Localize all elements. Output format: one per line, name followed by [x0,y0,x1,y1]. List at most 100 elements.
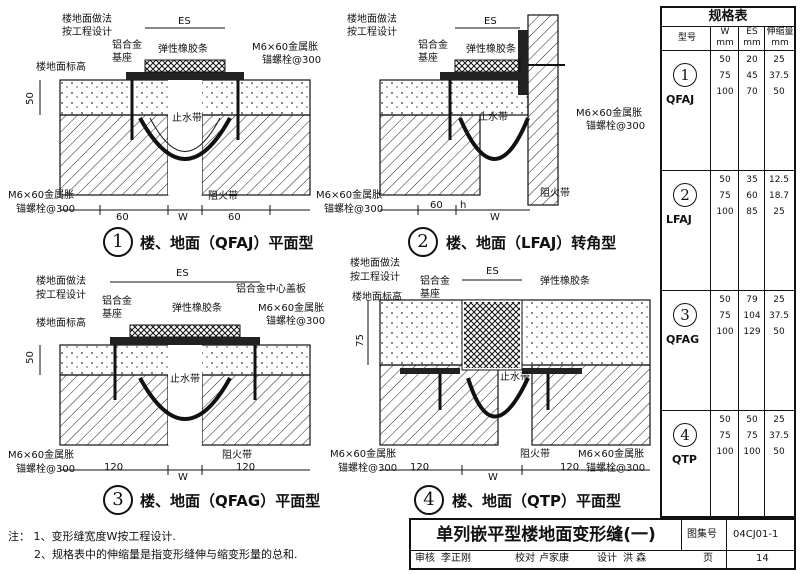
table-cell: 79 [746,295,758,305]
notes-prefix: 注： [8,530,30,543]
spec-group-4: 4 QTP 50 50 25 75 75 37.5 100 100 50 [662,410,794,517]
spec-group-4-number: 4 [673,423,697,447]
d1-w-dim: W [178,212,188,223]
d1-bolt-label: M6×60金属胀 [252,42,319,53]
d3-bolt-label: M6×60金属胀 [258,303,325,314]
d2-bolt-label-2: 锚螺栓@300 [586,121,646,132]
table-cell: 50 [773,327,785,337]
table-cell: 100 [716,207,734,217]
note-2: 2、规格表中的伸缩量是指变形缝伸与缩变形量的总和. [8,546,298,564]
table-cell: 129 [743,327,761,337]
spec-table-title: 规格表 [662,8,794,27]
table-cell: 12.5 [768,175,790,185]
table-cell: 37.5 [768,311,790,321]
d4-bolt-left-label: M6×60金属胀 [330,449,397,460]
d3-caption: 楼、地面（QFAG）平面型 [140,492,321,510]
d3-bolt-left-label: M6×60金属胀 [8,450,75,461]
table-cell: 25 [773,415,785,425]
drawing-title: 单列嵌平型楼地面变形缝(一) [411,520,682,551]
d1-right-dim: 60 [228,212,241,223]
d4-bolt-left-label-2: 锚螺栓@300 [338,463,398,474]
spec-header-es: ES mm [740,27,764,49]
note-1-text: 1、变形缝宽度W按工程设计. [33,530,176,543]
spec-group-2-code: LFAJ [666,213,692,226]
spec-group-1-code: QFAJ [666,93,695,106]
d2-practice-label-2: 按工程设计 [347,27,397,38]
d1-es-dim: ES [178,16,191,27]
d3-rubber-label: 弹性橡胶条 [172,303,222,314]
d2-h-dim: h [460,200,467,211]
table-cell: 100 [743,447,761,457]
title-block: 单列嵌平型楼地面变形缝(一) 图集号 04CJ01-1 审核 李正刚 校对 卢家… [409,518,796,570]
d3-bolt-label-2: 锚螺栓@300 [266,316,326,327]
spec-header-w: W mm [712,27,738,49]
atlas-number: 04CJ01-1 [733,529,779,540]
atlas-label: 图集号 [687,529,717,540]
design-label: 设计 [597,553,617,564]
notes: 注： 1、变形缝宽度W按工程设计. 2、规格表中的伸缩量是指变形缝伸与缩变形量的… [8,528,298,564]
detail-3-drawing [39,281,311,475]
table-cell: 35 [746,175,758,185]
d2-rubber-label: 弹性橡胶条 [466,44,516,55]
table-cell: 75 [719,311,731,321]
d4-w-dim: W [488,472,498,483]
d4-al-base-label-2: 基座 [420,289,440,300]
table-cell: 85 [746,207,758,217]
d4-al-base-label: 铝合金 [420,276,450,287]
d3-right-dim: 120 [236,462,256,473]
table-cell: 25 [773,295,785,305]
review-label: 审核 [415,553,435,564]
table-cell: 75 [719,71,731,81]
table-cell: 50 [773,87,785,97]
spec-group-3-code: QFAG [666,333,700,346]
d1-left-dim: 60 [116,212,129,223]
d4-es-dim: ES [486,266,499,277]
spec-group-3: 3 QFAG 50 79 25 75 104 37.5 100 129 50 [662,290,794,411]
d1-al-base-label: 铝合金 [112,40,142,51]
d4-depth-dim: 75 [354,334,366,347]
d4-practice-label: 楼地面做法 [350,258,400,269]
table-cell: 50 [719,55,731,65]
table-cell: 45 [746,71,758,81]
d2-caption: 楼、地面（LFAJ）转角型 [446,234,617,252]
d4-bolt-right-label-2: 锚螺栓@300 [586,463,646,474]
d1-rubber-label: 弹性橡胶条 [158,44,208,55]
table-cell: 50 [773,447,785,457]
d1-bolt-left-label-2: 锚螺栓@300 [16,204,76,215]
d1-al-base-label-2: 基座 [112,53,132,64]
d3-left-dim: 120 [104,462,124,473]
detail-drawings [39,14,651,475]
detail-2-drawing [379,14,565,215]
d4-right-dim: 120 [560,462,580,473]
d2-es-dim: ES [484,16,497,27]
d2-fireproof-label: 阻火带 [540,188,570,199]
d4-floor-level-label: 楼地面标高 [352,292,402,303]
d4-rubber-label: 弹性橡胶条 [540,276,590,287]
d4-bolt-right-label: M6×60金属胀 [578,449,645,460]
d1-caption: 楼、地面（QFAJ）平面型 [140,234,314,252]
spec-group-1: 1 QFAJ 50 20 25 75 45 37.5 100 70 50 [662,50,794,171]
d3-practice-label-2: 按工程设计 [36,290,86,301]
spec-header-stretch-label: 伸缩量 [766,27,794,37]
check-label: 校对 [515,553,535,564]
spec-header-es-label: ES [746,27,758,37]
spec-header-type: 型号 [677,33,696,43]
table-cell: 25 [773,55,785,65]
table-cell: 75 [746,431,758,441]
table-cell: 75 [719,191,731,201]
d3-fireproof-label: 阻火带 [222,450,252,461]
spec-header-es-unit: mm [743,38,761,48]
d1-waterstop-label: 止水带 [172,113,202,124]
d3-al-base-label: 铝合金 [102,296,132,307]
table-cell: 104 [743,311,761,321]
table-cell: 20 [746,55,758,65]
spec-header-w-label: W [720,27,730,37]
table-cell: 50 [746,415,758,425]
spec-group-2: 2 LFAJ 50 35 12.5 75 60 18.7 100 85 25 [662,170,794,291]
d1-bolt-label-2: 锚螺栓@300 [262,55,322,66]
table-cell: 70 [746,87,758,97]
d4-left-dim: 120 [410,462,430,473]
d2-caption-number: 2 [408,227,438,257]
table-cell: 37.5 [768,431,790,441]
spec-group-4-code: QTP [672,453,697,466]
